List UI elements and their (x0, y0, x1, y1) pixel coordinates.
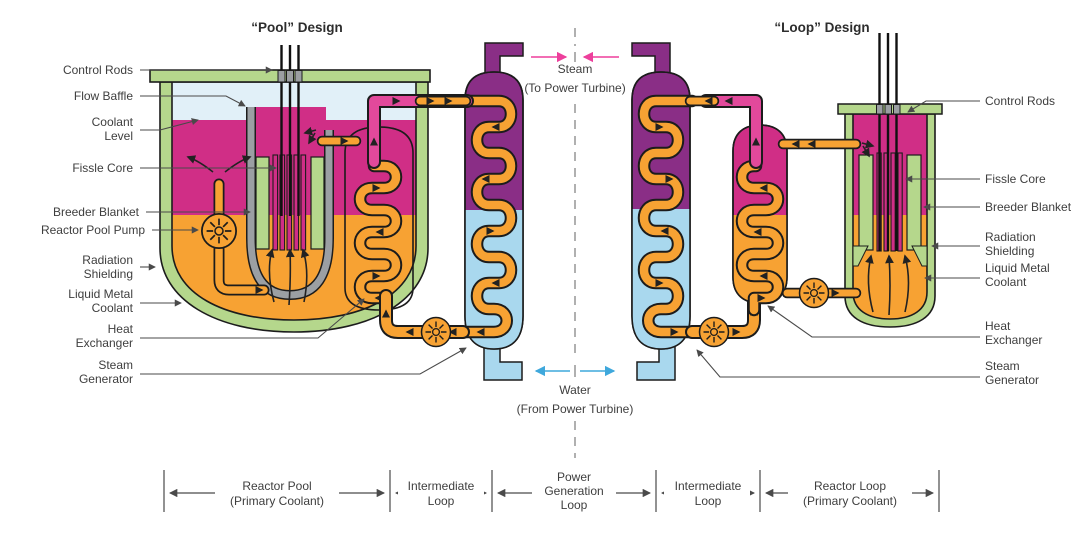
svg-text:Generator: Generator (79, 372, 133, 386)
axis-reactor-pool: Reactor Pool (242, 479, 311, 493)
primary-pump-right (798, 277, 830, 309)
pool-label-steam-generator: Steam (98, 358, 133, 372)
radiation-shield-funnel (911, 245, 928, 267)
sg-right-coil-arrows (655, 122, 679, 337)
svg-text:Loop: Loop (561, 498, 588, 512)
pool-label-flow-baffle: Flow Baffle (74, 89, 133, 103)
breeder-blanket-plate (310, 156, 325, 250)
control-rod-guides (876, 104, 901, 115)
svg-text:Loop: Loop (695, 494, 722, 508)
pool-label-coolant-level: Coolant (92, 115, 134, 129)
loop-pipes (690, 101, 856, 309)
loop-label-control-rods: Control Rods (985, 94, 1055, 108)
svg-text:Exchanger: Exchanger (76, 336, 133, 350)
breeder-blanket-plate (255, 156, 270, 250)
loop-label-liquid-metal-coolant: Liquid Metal (985, 261, 1050, 275)
bottom-axis: Reactor Pool (Primary Coolant) Intermedi… (163, 469, 940, 515)
intermediate-pump-left (420, 316, 452, 348)
loop-label-breeder-blanket: Breeder Blanket (985, 200, 1072, 214)
turbine-connections: Steam (To Power Turbine) Water (From Pow… (517, 51, 634, 416)
water-inlet-left (483, 345, 523, 381)
water-label: Water (559, 383, 591, 397)
steam-generator-left (461, 42, 524, 381)
loop-callouts: Control Rods Fissle Core Breeder Blanket… (696, 94, 1072, 387)
axis-power-generation-loop: Power (557, 470, 591, 484)
loop-flow-arrows (865, 254, 912, 316)
axis-intermediate-loop-right: Intermediate (675, 479, 742, 493)
svg-text:Generator: Generator (985, 373, 1039, 387)
svg-text:Loop: Loop (428, 494, 455, 508)
loop-label-steam-generator: Steam (985, 359, 1020, 373)
pool-label-breeder-blanket: Breeder Blanket (53, 205, 140, 219)
pool-label-control-rods: Control Rods (63, 63, 133, 77)
breeder-blanket-plate (858, 154, 874, 251)
svg-text:(Primary Coolant): (Primary Coolant) (230, 494, 324, 508)
steam-sub-label: (To Power Turbine) (524, 81, 625, 95)
pool-label-radiation-shielding: Radiation (82, 253, 133, 267)
sg-left-coil-arrows (476, 122, 500, 337)
pool-label-reactor-pool-pump: Reactor Pool Pump (41, 223, 145, 237)
axis-intermediate-loop-left: Intermediate (408, 479, 475, 493)
breeder-blanket-plate (906, 154, 922, 251)
control-rods (878, 33, 898, 251)
heat-exchanger-right (692, 124, 788, 348)
intermediate-pump-right (698, 316, 730, 348)
loop-label-heat-exchanger: Heat (985, 319, 1011, 333)
svg-text:Coolant: Coolant (92, 301, 134, 315)
steam-label: Steam (558, 62, 593, 76)
pool-label-liquid-metal-coolant: Liquid Metal (68, 287, 133, 301)
loop-reactor-vessel (837, 33, 943, 328)
intermediate-loop-left (374, 101, 467, 348)
svg-text:(Primary Coolant): (Primary Coolant) (803, 494, 897, 508)
steam-generator-right (631, 42, 694, 381)
svg-text:Generation: Generation (544, 484, 603, 498)
radiation-shield-funnel (852, 245, 869, 267)
pool-label-fissle-core: Fissle Core (72, 161, 133, 175)
pool-design-title: “Pool” Design (251, 20, 343, 35)
control-rod-guides (277, 70, 303, 83)
pool-core (255, 45, 325, 251)
pool-reactor-vessel (149, 45, 431, 333)
loop-label-fissle-core: Fissle Core (985, 172, 1046, 186)
pool-label-heat-exchanger: Heat (108, 322, 134, 336)
axis-reactor-loop: Reactor Loop (814, 479, 886, 493)
loop-label-radiation-shielding: Radiation (985, 230, 1036, 244)
svg-text:Level: Level (104, 129, 133, 143)
loop-core (852, 33, 928, 267)
water-inlet-right (636, 345, 676, 381)
reactor-pool-pump (186, 155, 264, 290)
loop-design-title: “Loop” Design (774, 20, 869, 35)
pool-cavity-outline (171, 81, 417, 321)
svg-text:Shielding: Shielding (985, 244, 1034, 258)
axis-ticks (163, 470, 940, 512)
steam-outlet-right (631, 42, 671, 75)
pool-callouts: Control Rods Flow Baffle Coolant Level F… (41, 63, 467, 386)
steam-outlet-left (484, 42, 524, 75)
svg-text:Shielding: Shielding (84, 267, 133, 281)
core-flow-arrows (265, 248, 310, 306)
svg-text:Exchanger: Exchanger (985, 333, 1042, 347)
water-sub-label: (From Power Turbine) (517, 402, 634, 416)
svg-text:Coolant: Coolant (985, 275, 1027, 289)
